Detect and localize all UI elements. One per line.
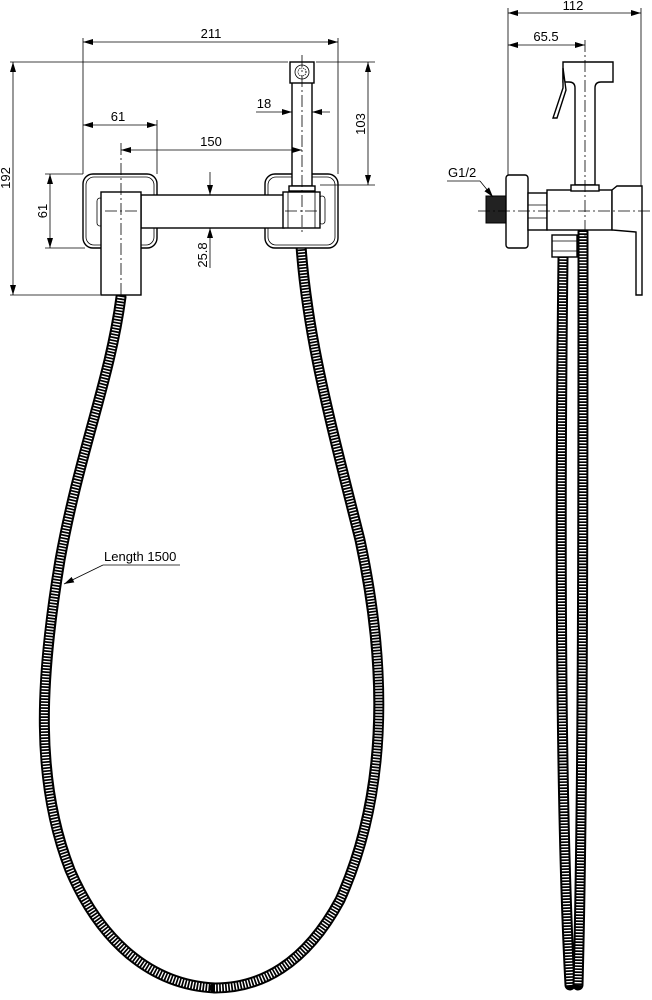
trigger-lever bbox=[552, 67, 567, 119]
valve-body-side bbox=[546, 189, 613, 231]
connector-nut bbox=[551, 234, 578, 258]
dim-arm-height: 25.8 bbox=[195, 242, 210, 267]
lever-handle bbox=[611, 185, 643, 296]
dim-handset-height: 103 bbox=[353, 113, 368, 135]
handset-side bbox=[552, 61, 614, 192]
side-view: 112 65.5 G1/2 bbox=[447, 0, 652, 991]
thread-g12 bbox=[485, 195, 507, 224]
arm bbox=[140, 194, 285, 229]
handset-holder bbox=[282, 191, 321, 229]
front-view: 211 192 103 18 61 150 61 25.8 Length 150… bbox=[0, 26, 385, 994]
valve-body bbox=[96, 191, 142, 296]
flange bbox=[505, 174, 529, 249]
dim-handset-width: 18 bbox=[257, 96, 271, 111]
hose-left bbox=[38, 291, 221, 994]
hex-nut bbox=[527, 192, 548, 231]
dim-center-distance: 150 bbox=[200, 134, 222, 149]
dim-handset-offset: 65.5 bbox=[533, 29, 558, 44]
dim-overall-height: 192 bbox=[0, 167, 13, 189]
thread-label: G1/2 bbox=[448, 165, 476, 180]
hose-right bbox=[209, 224, 385, 994]
hose-length-label: Length 1500 bbox=[104, 549, 176, 564]
dim-overall-width: 211 bbox=[201, 26, 222, 41]
dim-escutcheon-width: 61 bbox=[111, 109, 125, 124]
side-hoses bbox=[555, 226, 589, 991]
dim-overall-depth: 112 bbox=[563, 0, 584, 13]
dim-escutcheon-height: 61 bbox=[35, 204, 50, 218]
